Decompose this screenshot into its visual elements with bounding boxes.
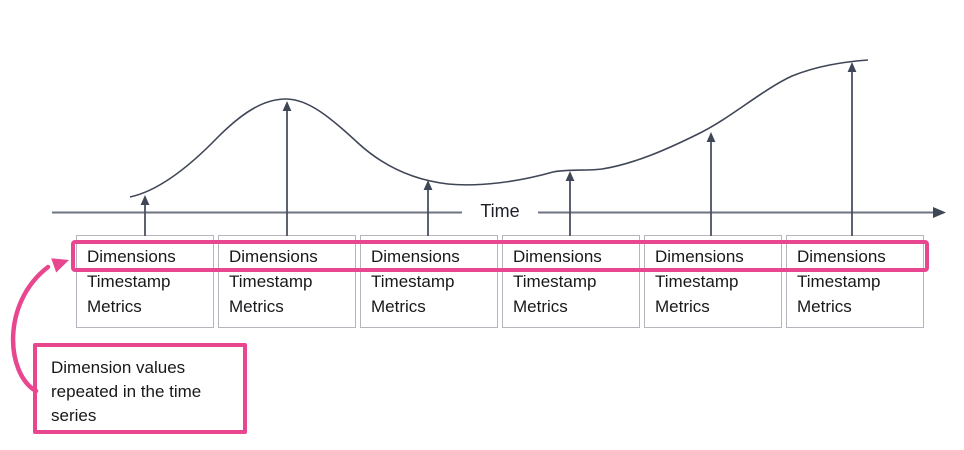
record-timestamp-label: Timestamp	[229, 272, 313, 291]
record-boxes: Dimensions Timestamp Metrics Dimensions …	[76, 235, 924, 328]
callout-note: Dimension values repeated in the time se…	[33, 343, 247, 434]
record-metrics-label: Metrics	[87, 297, 142, 316]
record-dimensions-label: Dimensions	[371, 247, 460, 266]
record-box: Dimensions Timestamp Metrics	[786, 235, 924, 328]
record-dimensions-label: Dimensions	[229, 247, 318, 266]
data-point-arrow-4	[565, 171, 575, 236]
time-axis-arrowhead	[933, 207, 946, 218]
callout-arrowhead	[51, 258, 69, 273]
record-box: Dimensions Timestamp Metrics	[502, 235, 640, 328]
data-point-arrow-3	[423, 180, 433, 236]
record-box: Dimensions Timestamp Metrics	[360, 235, 498, 328]
record-metrics-label: Metrics	[229, 297, 284, 316]
record-metrics-label: Metrics	[513, 297, 568, 316]
record-metrics-label: Metrics	[797, 297, 852, 316]
record-dimensions-label: Dimensions	[513, 247, 602, 266]
record-box: Dimensions Timestamp Metrics	[218, 235, 356, 328]
record-timestamp-label: Timestamp	[87, 272, 171, 291]
record-dimensions-label: Dimensions	[655, 247, 744, 266]
data-point-arrow-2	[282, 101, 292, 236]
record-box: Dimensions Timestamp Metrics	[644, 235, 782, 328]
series-curve	[129, 59, 869, 198]
record-box: Dimensions Timestamp Metrics	[76, 235, 214, 328]
record-dimensions-label: Dimensions	[87, 247, 176, 266]
time-axis-label: Time	[465, 201, 535, 222]
dimensions-highlight-band	[71, 240, 929, 272]
data-point-arrow-5	[706, 132, 716, 236]
record-timestamp-label: Timestamp	[655, 272, 739, 291]
record-timestamp-label: Timestamp	[371, 272, 455, 291]
record-timestamp-label: Timestamp	[797, 272, 881, 291]
data-point-arrow-6	[847, 62, 857, 236]
data-point-arrow-1	[140, 195, 150, 236]
record-dimensions-label: Dimensions	[797, 247, 886, 266]
record-timestamp-label: Timestamp	[513, 272, 597, 291]
record-metrics-label: Metrics	[371, 297, 426, 316]
record-metrics-label: Metrics	[655, 297, 710, 316]
